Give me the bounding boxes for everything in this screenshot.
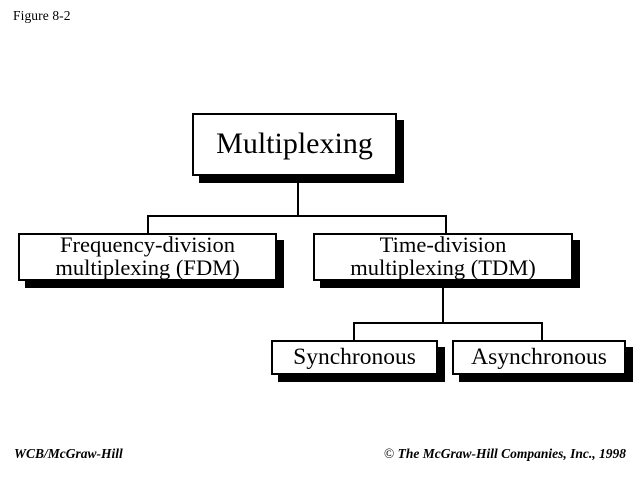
node-frequency-division-multiplexing: Frequency-division multiplexing (FDM) xyxy=(18,233,277,281)
connector-root-to-tdm xyxy=(445,215,447,234)
connector-level2-bus xyxy=(353,322,543,324)
node-multiplexing-label: Multiplexing xyxy=(216,127,373,161)
connector-root-to-fdm xyxy=(147,215,149,234)
node-synchronous: Synchronous xyxy=(271,340,438,375)
footer-copyright: © The McGraw-Hill Companies, Inc., 1998 xyxy=(384,446,626,462)
node-time-division-multiplexing-label: Time-division multiplexing (TDM) xyxy=(350,232,536,280)
node-multiplexing: Multiplexing xyxy=(192,113,397,176)
connector-tdm-to-synchronous xyxy=(353,322,355,341)
connector-tdm-to-asynchronous xyxy=(541,322,543,341)
copyright-icon: © xyxy=(383,446,395,461)
node-synchronous-label: Synchronous xyxy=(293,343,416,370)
connector-level1-bus xyxy=(147,215,447,217)
footer-copyright-text: The McGraw-Hill Companies, Inc., 1998 xyxy=(394,446,626,461)
figure-label: Figure 8-2 xyxy=(13,8,71,23)
node-asynchronous: Asynchronous xyxy=(452,340,626,375)
node-time-division-multiplexing: Time-division multiplexing (TDM) xyxy=(313,233,573,281)
node-frequency-division-multiplexing-label: Frequency-division multiplexing (FDM) xyxy=(55,232,240,280)
footer-publisher: WCB/McGraw-Hill xyxy=(14,446,123,461)
node-asynchronous-label: Asynchronous xyxy=(471,343,607,370)
connector-root-stem xyxy=(297,176,299,216)
connector-tdm-stem xyxy=(442,281,444,323)
